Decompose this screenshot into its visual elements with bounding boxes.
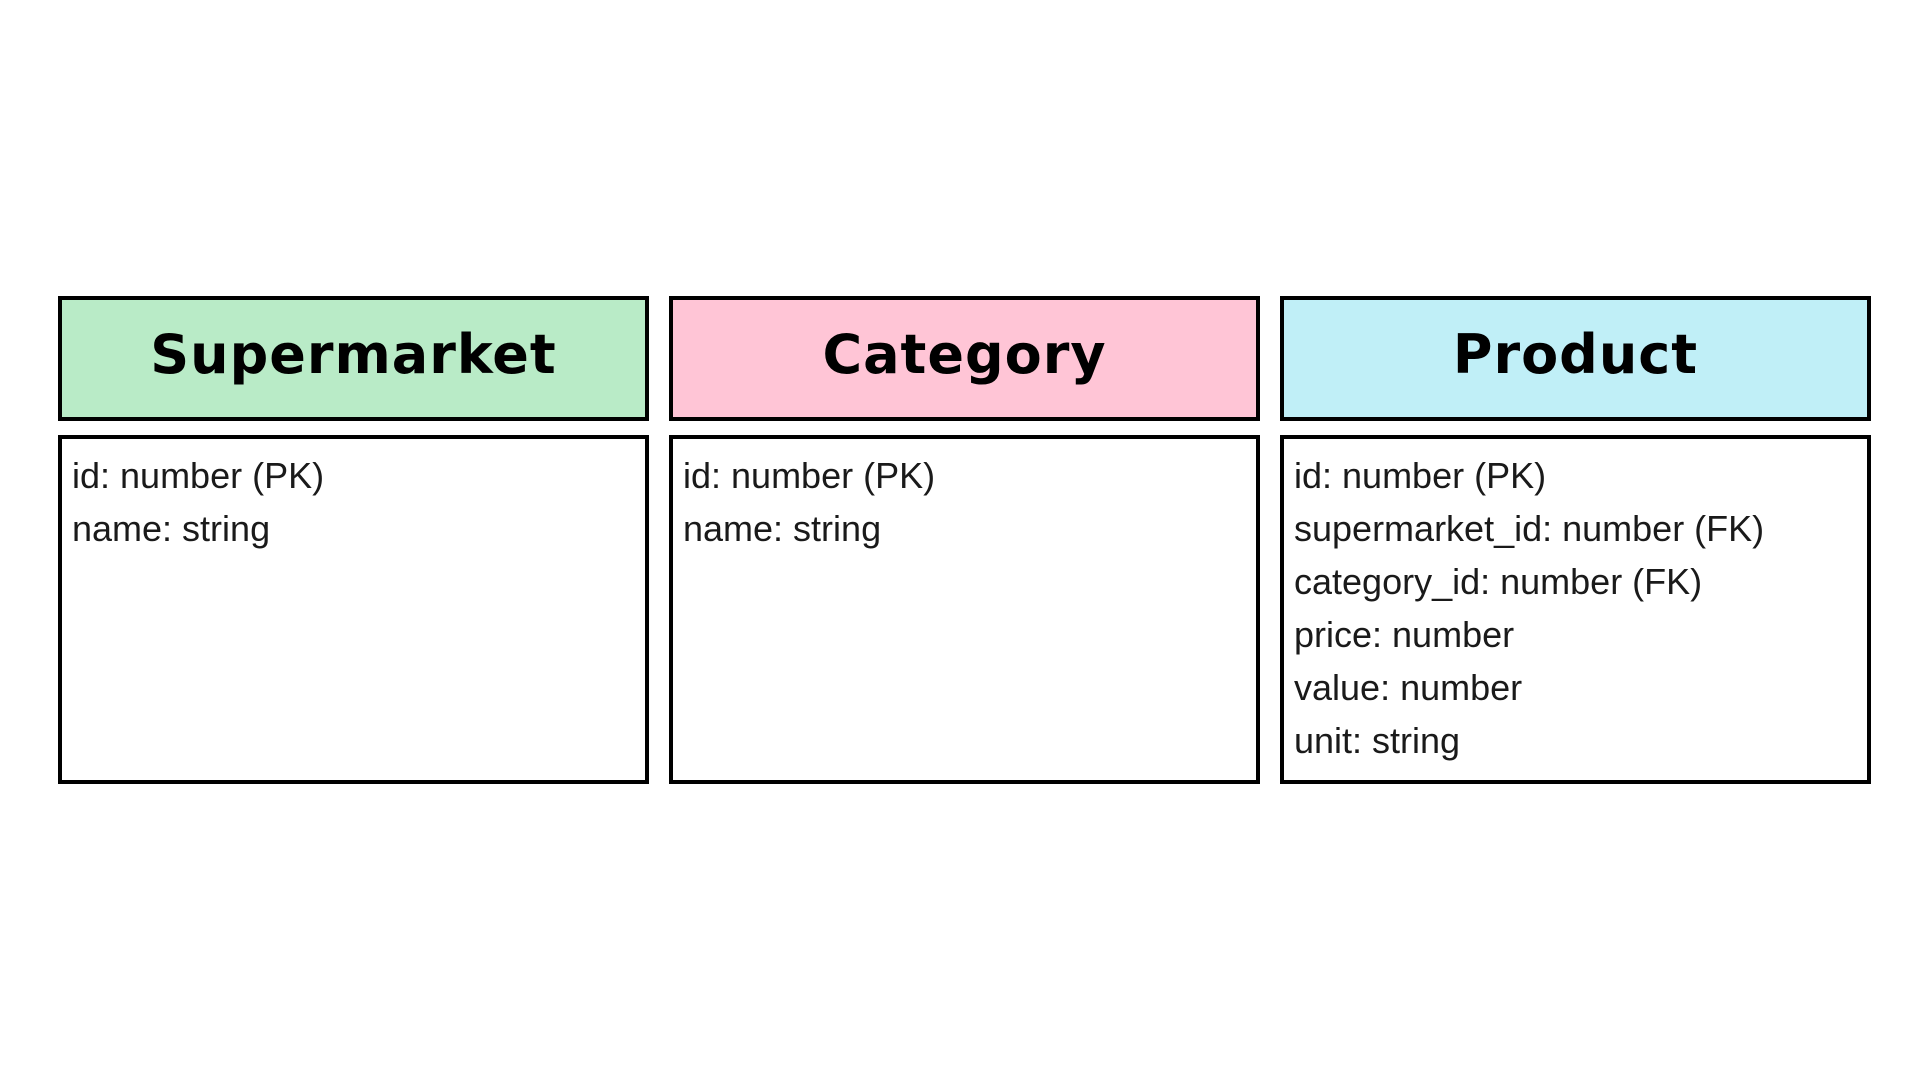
table-fields: id: number (PK) name: string — [669, 435, 1260, 784]
table-fields: id: number (PK) name: string — [58, 435, 649, 784]
table-header: Supermarket — [58, 296, 649, 421]
field-item: unit: string — [1294, 720, 1461, 761]
table-title: Category — [822, 323, 1107, 386]
field-item: name: string — [72, 508, 271, 549]
table-title: Supermarket — [150, 323, 557, 386]
field-item: supermarket_id: number (FK) — [1294, 508, 1765, 549]
field-item: name: string — [683, 508, 882, 549]
table-title: Product — [1452, 323, 1699, 386]
table-header: Category — [669, 296, 1260, 421]
field-list: id: number (PK) name: string — [72, 449, 645, 555]
table-supermarket: Supermarket id: number (PK) name: string — [58, 296, 649, 784]
field-item: category_id: number (FK) — [1294, 561, 1703, 602]
field-list: id: number (PK) name: string — [683, 449, 1256, 555]
table-category: Category id: number (PK) name: string — [669, 296, 1260, 784]
table-product: Product id: number (PK) supermarket_id: n… — [1280, 296, 1871, 784]
field-item: id: number (PK) — [72, 455, 325, 496]
field-item: price: number — [1294, 614, 1515, 655]
field-item: id: number (PK) — [1294, 455, 1547, 496]
table-fields: id: number (PK) supermarket_id: number (F… — [1280, 435, 1871, 784]
table-header: Product — [1280, 296, 1871, 421]
field-list: id: number (PK) supermarket_id: number (F… — [1294, 449, 1867, 767]
field-item: value: number — [1294, 667, 1523, 708]
field-item: id: number (PK) — [683, 455, 936, 496]
